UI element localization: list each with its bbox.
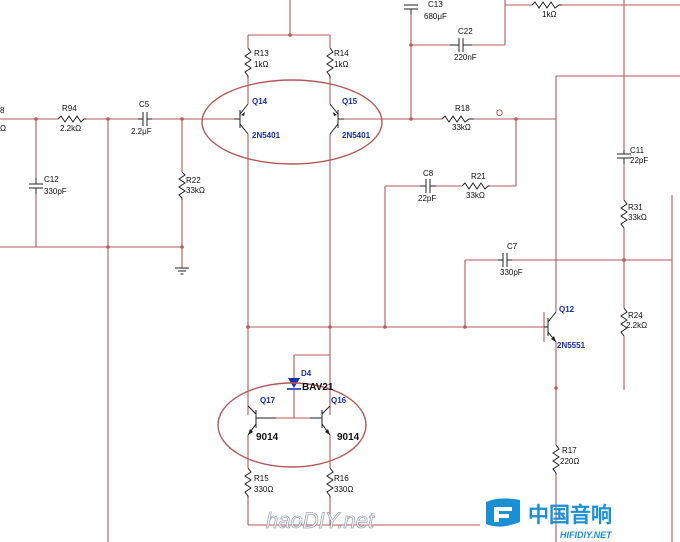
- r24-value: 2.2kΩ: [626, 321, 647, 330]
- r17-value: 220Ω: [560, 457, 579, 466]
- c8-ref: C8: [423, 169, 434, 178]
- c7-value: 330pF: [500, 268, 523, 277]
- resistor-r18: [441, 115, 474, 123]
- hifidiy-logo-icon: [486, 498, 520, 527]
- resistor-r94: [57, 115, 86, 123]
- c22-ref: C22: [458, 27, 473, 36]
- capacitor-c12: [29, 178, 43, 194]
- edge-label-bottom: Ω: [0, 124, 6, 133]
- c11-ref: C11: [630, 146, 645, 155]
- r13-ref: R13: [254, 49, 269, 58]
- hifidiy-url-text: HIFIDIY.NET: [560, 530, 613, 540]
- resistor-r21: [461, 182, 490, 190]
- q15-ref: Q15: [342, 97, 358, 106]
- r16-value: 330Ω: [334, 485, 353, 494]
- resistor-r13: [244, 47, 252, 78]
- r15-value: 330Ω: [254, 485, 273, 494]
- q14-ref: Q14: [252, 97, 268, 106]
- r31-value: 33kΩ: [628, 213, 647, 222]
- r21-value: 33kΩ: [466, 191, 485, 200]
- transistor-q17: [247, 405, 276, 436]
- resistor-top-right: [531, 1, 562, 9]
- c22-value: 220nF: [454, 53, 477, 62]
- highlight-ellipse-input-pair: [201, 79, 383, 165]
- q17-ref: Q17: [260, 396, 276, 405]
- r15-ref: R15: [254, 474, 269, 483]
- highlight-ellipse-current-mirror: [217, 382, 367, 468]
- r22-value: 33kΩ: [186, 186, 205, 195]
- r13-value: 1kΩ: [254, 60, 268, 69]
- resistor-r16: [326, 467, 334, 498]
- resistor-r31: [620, 199, 628, 229]
- c12-ref: C12: [44, 175, 59, 184]
- r18-value: 33kΩ: [452, 123, 471, 132]
- capacitor-c8: [420, 179, 436, 193]
- c5-value: 2.2μF: [131, 127, 152, 136]
- transistor-q15: [329, 103, 344, 135]
- node-o-label: O: [496, 108, 503, 118]
- r94-value: 2.2kΩ: [60, 124, 81, 133]
- capacitor-c13: [404, 4, 418, 14]
- resistor-r22: [178, 171, 186, 200]
- transistor-q16: [310, 405, 331, 436]
- c13-ref: C13: [428, 0, 443, 9]
- haodiy-watermark: haoDIY.net: [266, 508, 375, 533]
- d4-ref: D4: [301, 369, 312, 378]
- r14-ref: R14: [334, 49, 349, 58]
- q12-part: 2N5551: [557, 341, 586, 350]
- edge-label-top: 8: [0, 106, 5, 115]
- r22-ref: R22: [186, 176, 201, 185]
- c13-value: 680μF: [424, 12, 447, 21]
- q12-ref: Q12: [559, 305, 575, 314]
- transistor-q14: [234, 103, 249, 135]
- hifidiy-brand-text: 中国音响: [528, 503, 612, 527]
- c8-value: 22pF: [418, 194, 436, 203]
- d4-part: BAV21: [302, 382, 334, 393]
- capacitor-c7: [498, 253, 512, 267]
- q16-part: 9014: [337, 432, 360, 443]
- r-top-value: 1kΩ: [542, 10, 556, 19]
- q14-part: 2N5401: [252, 131, 281, 140]
- resistor-r17: [552, 444, 560, 475]
- junctions: [34, 33, 626, 390]
- r31-ref: R31: [628, 203, 643, 212]
- transistor-q12: [544, 311, 557, 343]
- resistor-r14: [326, 47, 334, 78]
- ground-icon: [175, 267, 189, 275]
- r21-ref: R21: [471, 172, 486, 181]
- q16-ref: Q16: [331, 396, 347, 405]
- r14-value: 1kΩ: [334, 60, 348, 69]
- c5-ref: C5: [139, 100, 150, 109]
- c12-value: 330pF: [44, 187, 67, 196]
- r94-ref: R94: [62, 104, 77, 113]
- c7-ref: C7: [507, 242, 518, 251]
- resistor-r15: [244, 467, 252, 498]
- c11-value: 22pF: [630, 156, 648, 165]
- r24-ref: R24: [628, 311, 643, 320]
- q17-part: 9014: [256, 432, 279, 443]
- capacitor-c11: [617, 150, 631, 164]
- r17-ref: R17: [562, 446, 577, 455]
- r16-ref: R16: [334, 474, 349, 483]
- r18-ref: R18: [455, 104, 470, 113]
- q15-part: 2N5401: [342, 131, 371, 140]
- capacitor-c22: [450, 38, 472, 52]
- resistor-r24: [620, 307, 628, 337]
- capacitor-c5: [138, 112, 152, 126]
